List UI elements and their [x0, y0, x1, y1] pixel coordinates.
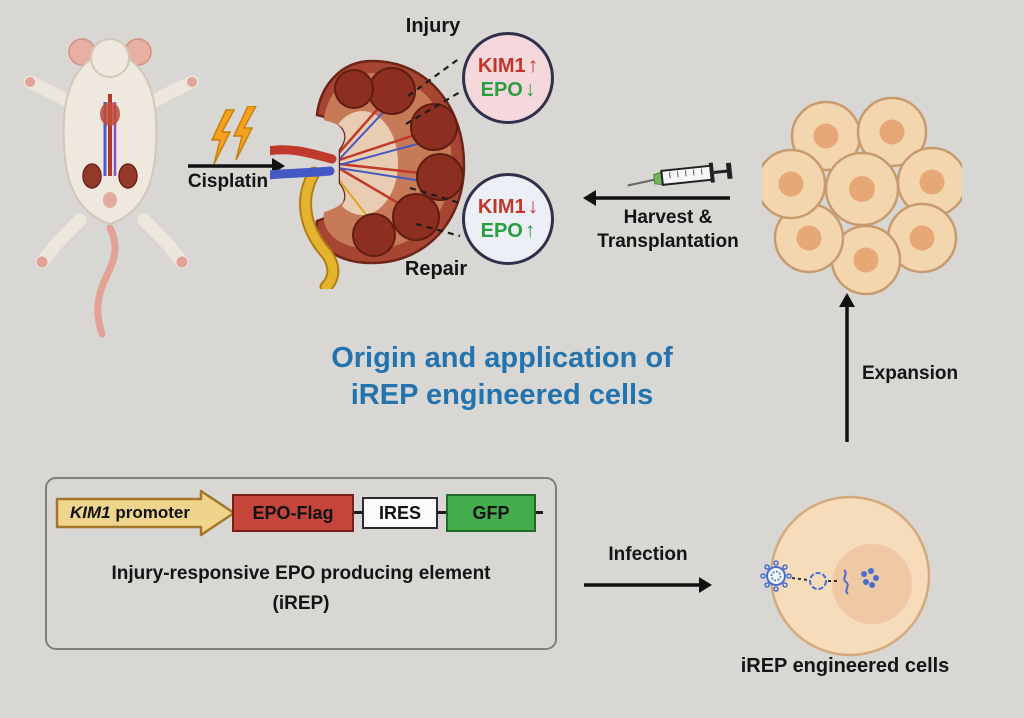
harvest-label: Harvest & Transplantation	[568, 206, 768, 254]
cell-cluster-illustration	[762, 96, 962, 296]
kim1-up-indicator: KIM1 ↑	[478, 54, 538, 78]
renal-artery	[270, 145, 337, 164]
kim1-down-indicator: KIM1 ↓	[478, 195, 538, 219]
expansion-arrow-icon	[839, 293, 855, 442]
construct-caption-line1: Injury-responsive EPO producing element	[111, 563, 491, 584]
lightning-icon	[210, 106, 257, 165]
kidney-illustration	[270, 59, 466, 289]
harvest-arrow-icon	[583, 190, 730, 206]
ires-element: IRES	[362, 497, 438, 529]
kim1-promoter-arrow	[55, 489, 236, 537]
mouse-kidney-left	[82, 163, 102, 189]
kidney-ureter	[301, 168, 338, 289]
kim1-label: KIM1	[477, 55, 526, 78]
kim1-promoter-label: KIM1 promoter	[55, 489, 205, 537]
epo-label: EPO	[480, 78, 523, 101]
mouse-illustration	[23, 38, 199, 338]
syringe-icon	[627, 162, 733, 187]
rna-squiggle-icon	[843, 569, 849, 595]
renal-vein	[270, 166, 335, 180]
mouse-internal-organs	[82, 94, 138, 208]
injury-label: Injury	[405, 15, 461, 37]
promoter-word: promoter	[115, 503, 190, 522]
title-line1: Origin and application of	[331, 342, 673, 374]
irep-construct-box: KIM1 promoter EPO-Flag IRES GFP Injury-r…	[45, 477, 557, 650]
down-arrow-icon: ↓	[527, 195, 539, 219]
figure-title: Origin and application of iREP engineere…	[252, 340, 752, 413]
cisplatin-label: Cisplatin	[187, 171, 269, 192]
down-arrow-icon: ↓	[524, 78, 536, 101]
title-line2: iREP engineered cells	[350, 378, 654, 411]
up-arrow-icon: ↑	[524, 219, 536, 242]
epo-down-indicator: EPO ↓	[481, 78, 536, 102]
infection-label: Infection	[608, 544, 688, 565]
plasmid-icon	[809, 572, 827, 590]
infection-arrow-icon	[584, 577, 712, 593]
kim1-gene-name: KIM1	[70, 503, 111, 522]
injury-status-badge: KIM1 ↑ EPO ↓	[462, 32, 554, 124]
epo-flag-element: EPO-Flag	[232, 494, 354, 532]
harvest-line2: Transplantation	[597, 230, 739, 252]
repair-label: Repair	[404, 258, 468, 280]
construct-caption-line2: (iREP)	[272, 593, 330, 614]
virus-particle-icon	[760, 560, 792, 592]
mouse-kidney-right	[118, 163, 138, 189]
harvest-line1: Harvest &	[623, 207, 713, 228]
mouse-tail	[94, 224, 119, 338]
gfp-element: GFP	[446, 494, 536, 532]
up-arrow-icon: ↑	[527, 54, 539, 78]
irep-cells-label: iREP engineered cells	[740, 655, 950, 677]
mouse-head	[90, 38, 130, 78]
kim1-label: KIM1	[477, 196, 526, 219]
protein-cluster-icon	[861, 568, 879, 588]
epo-label: EPO	[480, 219, 523, 242]
repair-status-badge: KIM1 ↓ EPO ↑	[462, 173, 554, 265]
expansion-label: Expansion	[862, 363, 959, 384]
epo-up-indicator: EPO ↑	[481, 219, 536, 243]
irep-cell-illustration	[760, 495, 931, 657]
